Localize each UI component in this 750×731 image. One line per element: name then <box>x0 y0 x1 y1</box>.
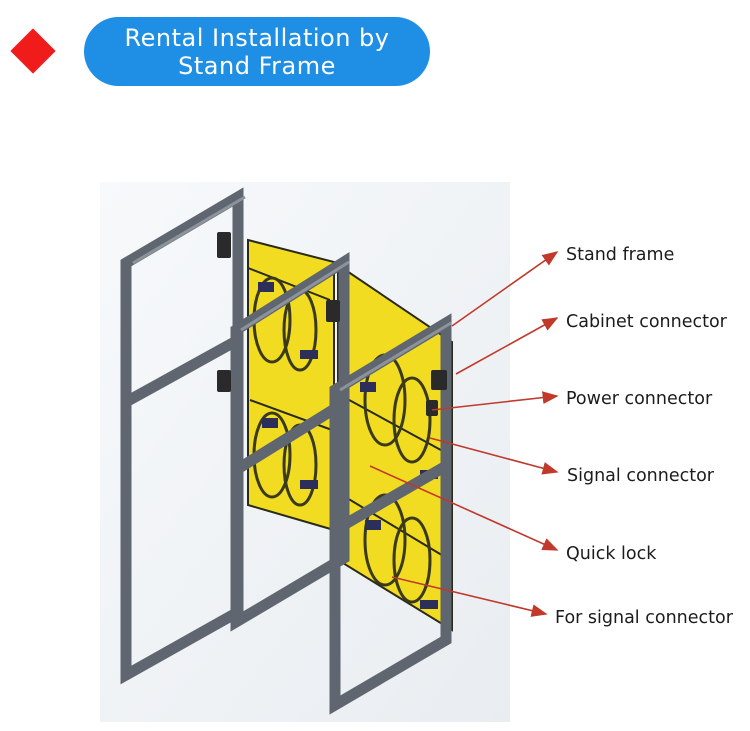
callout-arrows <box>369 251 559 617</box>
page-title: Rental Installation by Stand Frame <box>124 23 390 80</box>
label-signal-connector: Signal connector <box>567 466 715 486</box>
front-stand-frame <box>329 313 452 715</box>
label-quick-lock: Quick lock <box>566 544 657 564</box>
title-badge: Rental Installation by Stand Frame <box>84 17 430 86</box>
label-stand-frame: Stand frame <box>566 245 674 265</box>
label-power-connector: Power connector <box>566 389 713 409</box>
callout-labels: Stand frame Cabinet connector Power conn… <box>555 245 734 628</box>
cabinet-connectors <box>217 232 447 416</box>
label-for-signal-connector: For signal connector <box>555 608 734 628</box>
middle-stand-frame <box>230 252 350 632</box>
label-cabinet-connector: Cabinet connector <box>566 312 728 332</box>
